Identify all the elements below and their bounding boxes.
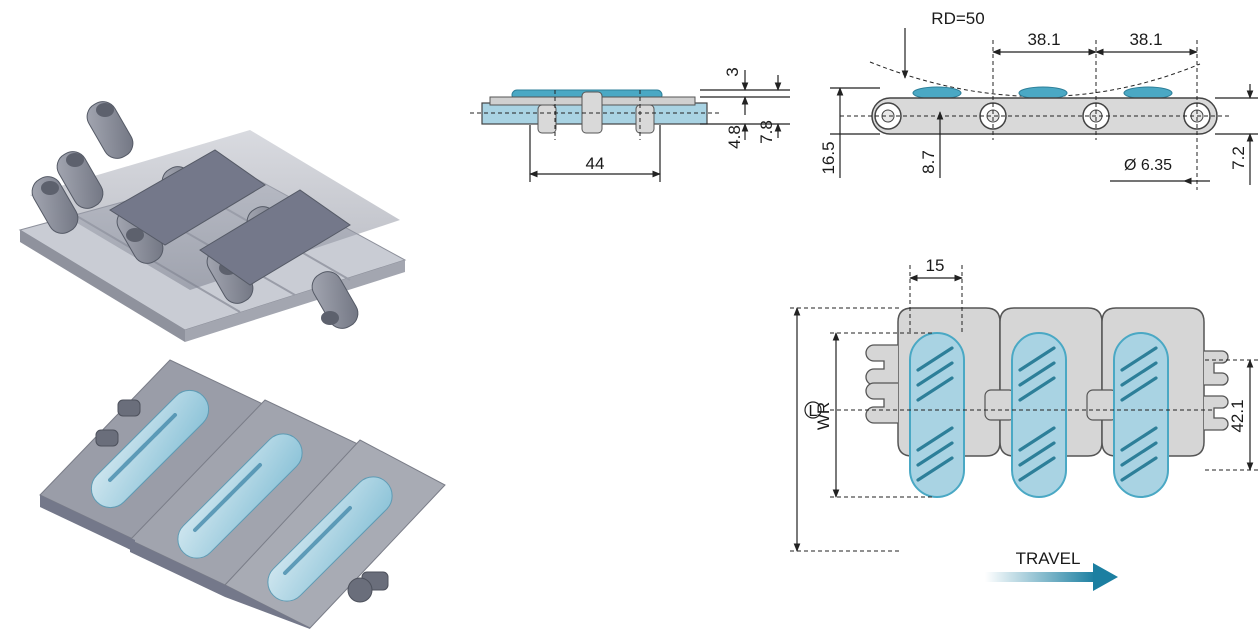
travel-arrow	[985, 563, 1118, 591]
travel-label: TRAVEL	[1016, 549, 1081, 568]
side-view-drawing	[470, 70, 790, 182]
dim-pitch-1: 38.1	[1027, 30, 1060, 49]
dim-pad-width: 15	[926, 256, 945, 275]
dim-pin-diameter: Ø 6.35	[1124, 157, 1172, 174]
dim-pitch-2: 38.1	[1129, 30, 1162, 49]
profile-view-drawing	[830, 28, 1258, 190]
dim-width-hinge: 44	[586, 154, 605, 173]
dim-thickness: 3	[723, 67, 742, 76]
dim-working-width: WR	[814, 402, 833, 430]
dim-height-total: 7.8	[757, 120, 776, 144]
pad-render-1	[90, 389, 210, 509]
dim-link-height: 7.2	[1229, 146, 1248, 170]
dim-total-length-symbol: L	[809, 403, 818, 420]
dim-height-small: 4.8	[725, 125, 744, 149]
top-view-drawing	[790, 265, 1258, 552]
dim-radius: RD=50	[931, 9, 984, 28]
pad-render-2	[177, 433, 303, 559]
chain-underside-render	[18, 101, 407, 342]
pad-render-3	[267, 476, 393, 602]
chain-topside-render	[39, 359, 446, 629]
dim-hinge-gap: 42.1	[1228, 399, 1247, 432]
dim-pin-height: 8.7	[919, 150, 938, 174]
dim-height: 16.5	[819, 141, 838, 174]
